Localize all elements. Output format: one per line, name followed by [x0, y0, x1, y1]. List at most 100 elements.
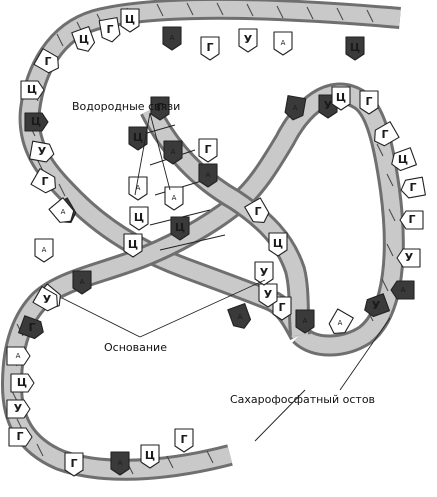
base-32: Г [359, 90, 379, 115]
base-5: Г [8, 427, 33, 447]
base-shape [284, 95, 307, 121]
base-letter: Ц [125, 13, 135, 26]
base-11: А [34, 238, 54, 263]
base-letter: Ц [398, 153, 408, 166]
base-12: А [72, 270, 92, 295]
base-24: А [162, 26, 182, 51]
base-letter: Г [408, 213, 415, 226]
base-shape [331, 86, 351, 111]
base-shape [8, 427, 33, 447]
base-letter: Ц [145, 449, 155, 462]
base-shape [272, 296, 292, 321]
base-letter: У [260, 266, 269, 279]
base-shape [32, 286, 58, 312]
base-shape [164, 186, 184, 211]
base-shape [170, 216, 190, 241]
base-letter: Г [70, 457, 77, 470]
base-letter: У [244, 33, 253, 46]
base-28: Ц [345, 36, 365, 61]
base-letter: Г [41, 175, 48, 188]
base-shape [200, 36, 220, 61]
base-46: Ц [268, 232, 288, 257]
base-shape [244, 197, 270, 223]
base-9: Г [18, 315, 44, 340]
base-23: Ц [120, 8, 140, 33]
base-shape [98, 17, 121, 43]
base-25: Г [200, 36, 220, 61]
base-34: Ц [391, 147, 417, 172]
base-48: А [164, 186, 184, 211]
base-shape [268, 232, 288, 257]
base-shape [48, 197, 75, 223]
base-56: Ц [128, 126, 148, 151]
base-6: У [6, 399, 31, 419]
base-29: А [284, 95, 307, 121]
base-shape [163, 140, 183, 165]
base-shape [30, 168, 56, 194]
base-shape [400, 176, 426, 199]
base-8: А [6, 346, 31, 366]
base-shape [6, 346, 31, 366]
base-17: Г [30, 168, 56, 194]
base-21: Ц [71, 26, 96, 52]
base-shape [72, 270, 92, 295]
base-letter: Ц [134, 211, 144, 224]
base-40: А [328, 308, 354, 334]
base-50: Ц [129, 206, 149, 231]
base-letter: Г [365, 95, 372, 108]
base-letter: А [338, 319, 343, 327]
base-shape [10, 373, 35, 393]
base-37: У [396, 248, 421, 268]
base-letter: У [38, 145, 47, 158]
base-shape [254, 261, 274, 286]
base-27: А [273, 31, 293, 56]
base-shape [128, 176, 148, 201]
base-letter: А [170, 34, 175, 42]
base-20: У [29, 140, 55, 163]
base-shape [129, 206, 149, 231]
base-42: Г [272, 296, 292, 321]
base-letter: Г [278, 301, 285, 314]
base-letter: Г [16, 430, 23, 443]
base-2: А [110, 451, 130, 476]
base-shape [33, 48, 59, 74]
base-letter: Г [106, 23, 113, 36]
base-shape [120, 8, 140, 33]
base-letter: Ц [128, 238, 138, 251]
base-45: У [254, 261, 274, 286]
base-letter: Ц [27, 83, 37, 96]
base-shape [71, 26, 96, 52]
base-letter: Ц [336, 91, 346, 104]
base-55: А [163, 140, 183, 165]
base-letter: А [206, 171, 211, 179]
base-shape [29, 140, 55, 163]
base-shape [238, 28, 258, 53]
base-18: А [48, 197, 75, 223]
base-shape [198, 138, 218, 163]
base-letter: А [293, 104, 298, 112]
base-33: Г [374, 121, 400, 147]
base-letter: Г [409, 181, 416, 194]
base-47: Г [244, 197, 270, 223]
base-shape [110, 451, 130, 476]
base-39: У [364, 293, 390, 318]
base-letter: А [238, 313, 243, 321]
base-letter: А [80, 278, 85, 286]
base-57: Г [150, 96, 170, 121]
base-letter: Г [204, 143, 211, 156]
callout-hydrogen-bonds: Водородные связи [72, 100, 180, 196]
base-letter: Ц [31, 115, 41, 128]
base-shape [359, 90, 379, 115]
base-shape [273, 31, 293, 56]
base-letter: Г [28, 321, 35, 334]
base-41: А [295, 309, 315, 334]
base-letter: Ц [133, 131, 143, 144]
base-22: Г [98, 17, 121, 43]
base-letter: А [61, 208, 66, 216]
base-letter: Г [206, 41, 213, 54]
base-shape [258, 283, 278, 308]
base-letter: Ц [175, 221, 185, 234]
base-letter: Г [180, 433, 187, 446]
base-36: Г [399, 210, 424, 230]
